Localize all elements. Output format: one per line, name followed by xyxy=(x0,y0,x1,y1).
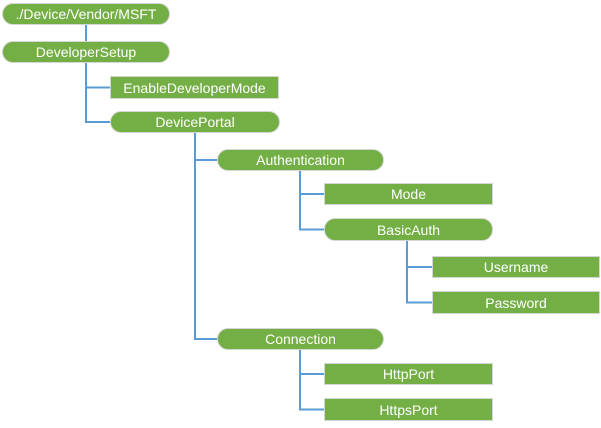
tree-node-authentication: Authentication xyxy=(217,149,384,171)
tree-node-enabledevelopermode: EnableDeveloperMode xyxy=(110,76,279,99)
connector-basicauth-children xyxy=(406,241,432,304)
tree-node-connection: Connection xyxy=(217,328,384,350)
tree-node-developersetup: DeveloperSetup xyxy=(2,41,170,63)
connector-deviceportal-children xyxy=(194,133,217,340)
tree-node-username: Username xyxy=(432,256,600,278)
tree-node-httpport: HttpPort xyxy=(324,363,493,385)
tree-node-deviceportal: DevicePortal xyxy=(110,111,280,133)
tree-node-basicauth: BasicAuth xyxy=(324,218,493,241)
tree-node-device-vendor-msft: ./Device/Vendor/MSFT xyxy=(2,3,170,25)
connector-authentication-children xyxy=(299,171,324,231)
tree-node-password: Password xyxy=(432,291,600,314)
connector-connection-children xyxy=(299,350,324,411)
connector-developersetup-children xyxy=(85,63,110,123)
tree-node-httpsport: HttpsPort xyxy=(324,398,493,421)
tree-node-mode: Mode xyxy=(324,183,493,205)
